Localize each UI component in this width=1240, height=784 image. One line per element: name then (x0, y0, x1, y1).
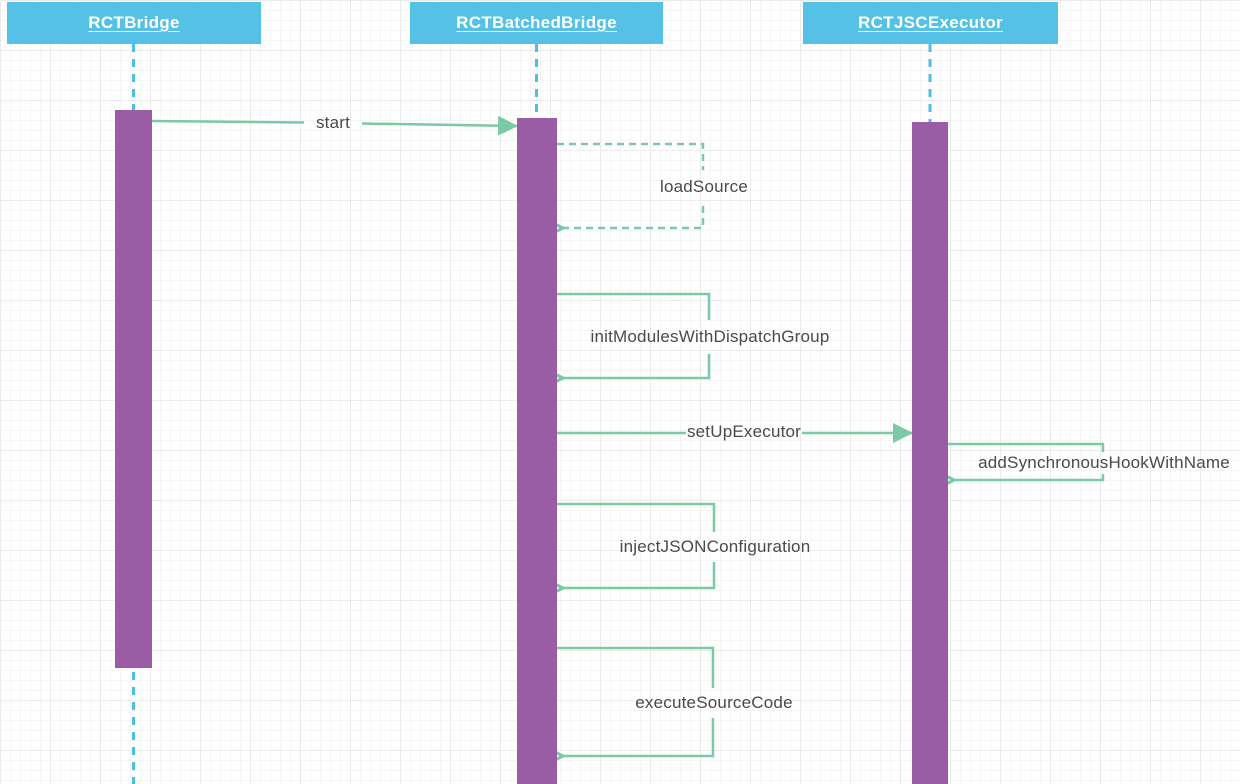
message-line-executesource-2[interactable] (562, 718, 715, 756)
message-line-loadsource[interactable] (557, 142, 705, 170)
message-label-initmodules[interactable]: initModulesWithDispatchGroup (590, 327, 830, 346)
message-label-loadsource[interactable]: loadSource (659, 177, 749, 196)
participant-header-rctjscexecutor[interactable]: RCTJSCExecutor (803, 2, 1058, 44)
message-line-loadsource-2[interactable] (562, 206, 705, 228)
message-label-setupexecutor[interactable]: setUpExecutor (686, 422, 802, 441)
participant-label-rctbatchedbridge: RCTBatchedBridge (456, 13, 617, 32)
message-line-start[interactable] (150, 119, 305, 124)
message-line-initmodules[interactable] (557, 292, 711, 320)
message-line-initmodules-2[interactable] (562, 354, 711, 378)
message-line-injectjson[interactable] (557, 502, 716, 532)
message-label-executesource[interactable]: executeSourceCode (635, 693, 793, 712)
participant-label-rctbridge: RCTBridge (88, 13, 180, 32)
message-label-addsynchook[interactable]: addSynchronousHookWithName (978, 453, 1230, 472)
activation-bar-rctjscexecutor[interactable] (912, 122, 948, 784)
participant-header-rctbridge[interactable]: RCTBridge (7, 2, 261, 44)
activation-bar-rctbridge[interactable] (115, 110, 152, 668)
participant-label-rctjscexecutor: RCTJSCExecutor (858, 13, 1003, 32)
message-line-start-2[interactable] (361, 115, 518, 136)
activation-bar-rctbatchedbridge[interactable] (517, 118, 557, 784)
message-label-injectjson[interactable]: injectJSONConfiguration (619, 537, 811, 556)
message-label-start[interactable]: start (315, 113, 351, 132)
message-line-addsynchook[interactable] (948, 442, 1105, 452)
message-line-addsynchook-2[interactable] (953, 474, 1105, 480)
message-line-injectjson-2[interactable] (562, 562, 716, 588)
message-line-executesource[interactable] (557, 646, 715, 688)
participant-header-rctbatchedbridge[interactable]: RCTBatchedBridge (410, 2, 663, 44)
